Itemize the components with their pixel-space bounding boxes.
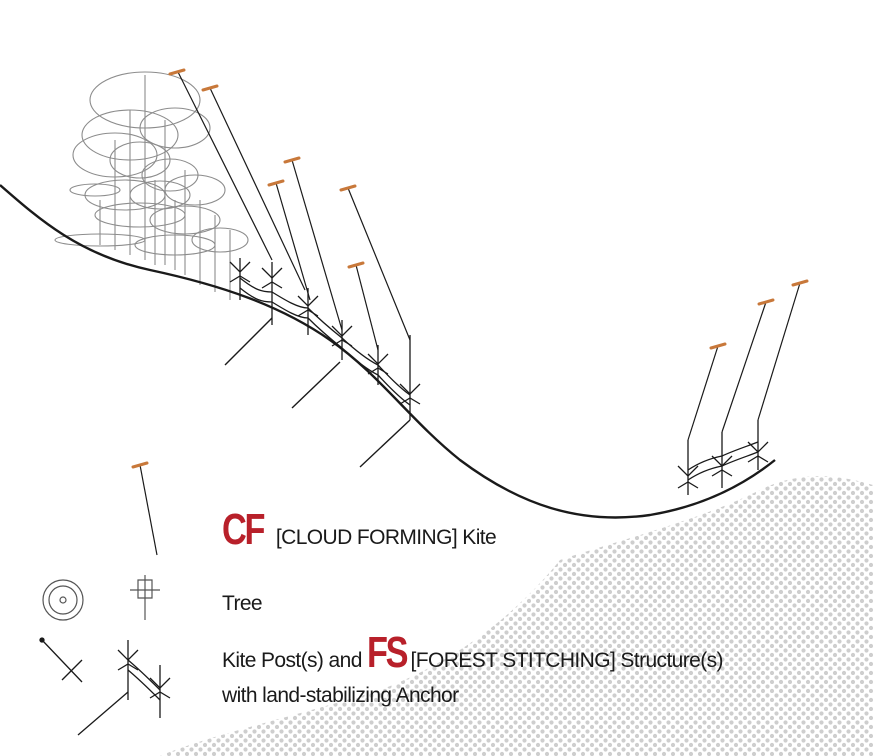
tree-cluster	[54, 71, 249, 300]
legend-tree-row: Tree	[222, 592, 263, 616]
cf-abbreviation: CF	[222, 505, 265, 554]
post-description-b: [FOREST STITCHING] Structure(s)	[410, 649, 724, 672]
legend-kite-icon	[131, 461, 158, 556]
terrain-line	[0, 184, 776, 519]
anchor-lines	[224, 317, 411, 468]
kite-strings	[177, 71, 801, 441]
legend-post-row: Kite Post(s) and FS [FOREST STITCHING] S…	[222, 628, 735, 678]
post-description-c: with land-stabilizing Anchor	[222, 684, 459, 707]
cf-description: [CLOUD FORMING] Kite	[275, 526, 497, 549]
legend-cf-row: CF [CLOUD FORMING] Kite	[222, 505, 500, 555]
legend-tree-icon	[42, 575, 160, 621]
tree-description: Tree	[222, 592, 263, 615]
fs-abbreviation: FS	[367, 628, 409, 677]
legend-post-anchor-icon	[39, 637, 171, 736]
cloud-forming-kites	[168, 68, 809, 350]
legend-post-row-2: with land-stabilizing Anchor	[222, 684, 459, 708]
ground-dot-texture	[160, 476, 873, 756]
post-description-a: Kite Post(s) and	[222, 649, 362, 672]
forest-stitching-structures	[229, 258, 769, 495]
